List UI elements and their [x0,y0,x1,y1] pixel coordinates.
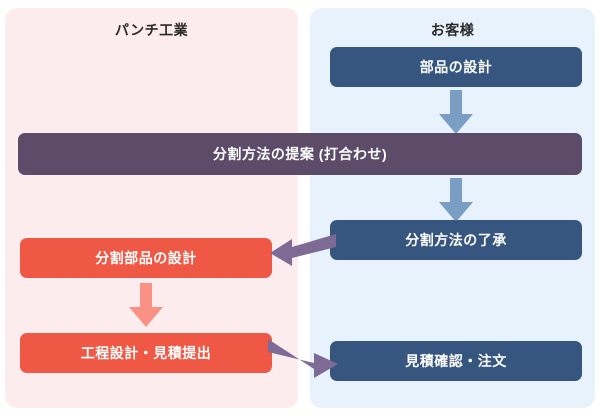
node-quote-order: 見積確認・注文 [330,341,582,381]
arrow-shaft [450,90,462,116]
arrow-body [268,339,338,378]
node-process-quote: 工程設計・見積提出 [20,333,272,373]
arrow-body [270,234,336,266]
lane-title-customer: お客様 [430,22,475,38]
node-split-part: 分割部品の設計 [20,238,272,278]
lane-title-vendor: パンチ工業 [114,22,189,38]
arrow-split-approve-to-split-part [270,234,336,266]
arrow-shaft [140,283,152,309]
arrow-head [439,202,473,222]
arrow-head [439,114,473,134]
arrow-part-design-to-split-proposal [439,90,473,134]
arrow-shaft [450,178,462,204]
arrow-head [129,307,163,327]
node-split-proposal: 分割方法の提案 (打合わせ) [18,133,582,175]
arrow-process-quote-to-quote-order [268,339,338,378]
node-part-design: 部品の設計 [330,47,582,87]
node-split-approve: 分割方法の了承 [330,220,582,260]
arrow-split-part-to-process-quote [129,283,163,327]
arrow-split-proposal-to-split-approve [439,178,473,222]
